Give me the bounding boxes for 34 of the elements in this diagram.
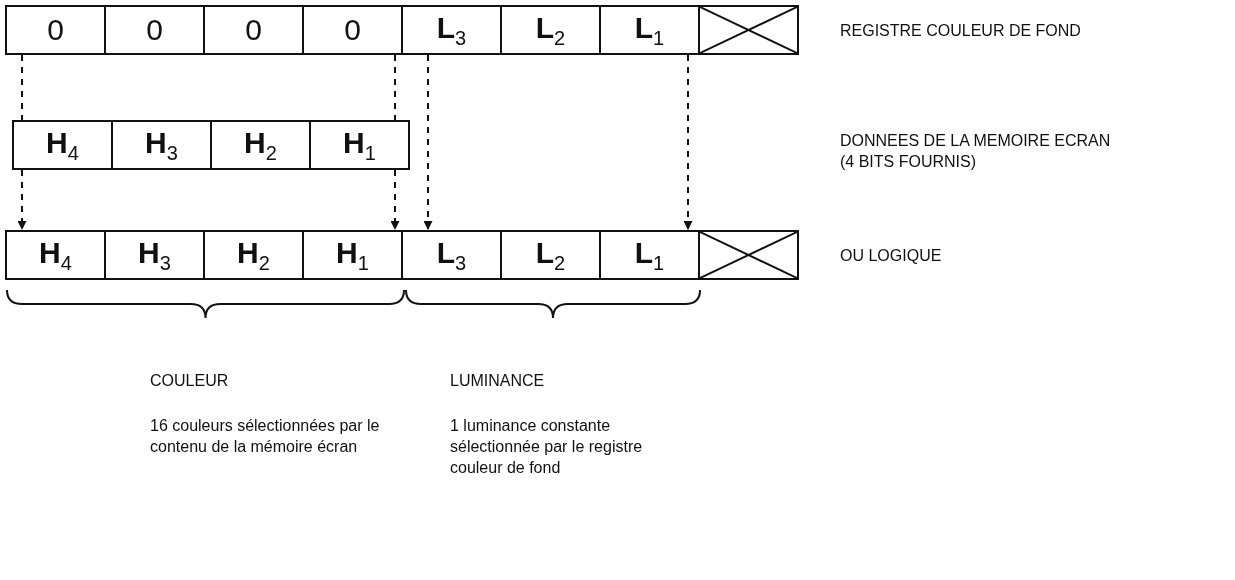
dashed-arrow <box>423 54 433 231</box>
bit-cell: H$_{1}$ <box>302 230 403 280</box>
bit-cell: H$_{2}$ <box>210 120 311 170</box>
crossed-out-cell <box>698 230 799 280</box>
row-note: (4 BITS FOURNIS) <box>840 152 977 172</box>
dashed-arrow <box>17 169 27 231</box>
bit-cell: H$_{2}$ <box>203 230 304 280</box>
description: 16 couleurs sélectionnées par le contenu de la mémoire écran <box>150 416 381 457</box>
row-label: OU LOGIQUE <box>840 246 943 266</box>
bit-cell: H$_{3}$ <box>104 230 205 280</box>
crossed-out-cell <box>698 5 799 55</box>
bit-cell: H$_{1}$ <box>309 120 410 170</box>
bit-cell: L$_{1}$ <box>599 5 700 55</box>
bit-cell: 0 <box>302 5 403 55</box>
description: 1 luminance constante sélectionnée par le registre couleur de fond <box>450 416 644 478</box>
bit-cell: L$_{3}$ <box>401 5 502 55</box>
section-heading: LUMINANCE <box>450 371 546 391</box>
bit-cell: L$_{2}$ <box>500 5 601 55</box>
bit-cell: L$_{2}$ <box>500 230 601 280</box>
section-heading: COULEUR <box>150 371 230 391</box>
bit-cell: H$_{4}$ <box>5 230 106 280</box>
bit-cell: 0 <box>104 5 205 55</box>
bit-cell: L$_{3}$ <box>401 230 502 280</box>
bit-cell: L$_{1}$ <box>599 230 700 280</box>
bit-cell: 0 <box>203 5 304 55</box>
bit-cell: H$_{3}$ <box>111 120 212 170</box>
row-label: REGISTRE COULEUR DE FOND <box>840 21 1082 41</box>
dashed-line <box>394 54 396 121</box>
dashed-arrow <box>683 54 693 231</box>
bit-cell: H$_{4}$ <box>12 120 113 170</box>
dashed-arrow <box>390 169 400 231</box>
dashed-line <box>21 54 23 121</box>
bit-cell: 0 <box>5 5 106 55</box>
row-label: DONNEES DE LA MEMOIRE ECRAN <box>840 131 1112 151</box>
